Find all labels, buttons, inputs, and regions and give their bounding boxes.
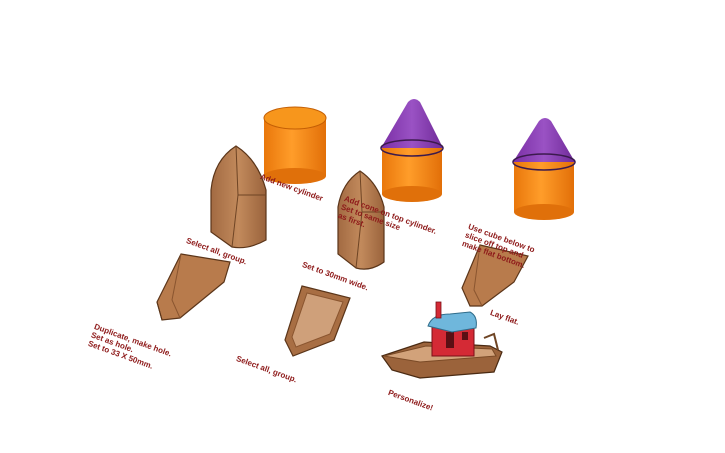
grouped-wood-shape-2[interactable]: [337, 170, 385, 270]
hollow-hull-shape[interactable]: [284, 285, 351, 357]
orange-cylinder-shape[interactable]: [263, 106, 327, 184]
flat-hull-shape-2[interactable]: [461, 244, 529, 307]
grouped-wood-shape-1[interactable]: [210, 145, 267, 249]
flat-hull-shape[interactable]: [156, 253, 231, 321]
personalized-boat-shape[interactable]: [381, 301, 503, 379]
cylinder-with-cone-shape-2[interactable]: [512, 118, 576, 220]
cylinder-with-cone-shape[interactable]: [380, 99, 444, 202]
